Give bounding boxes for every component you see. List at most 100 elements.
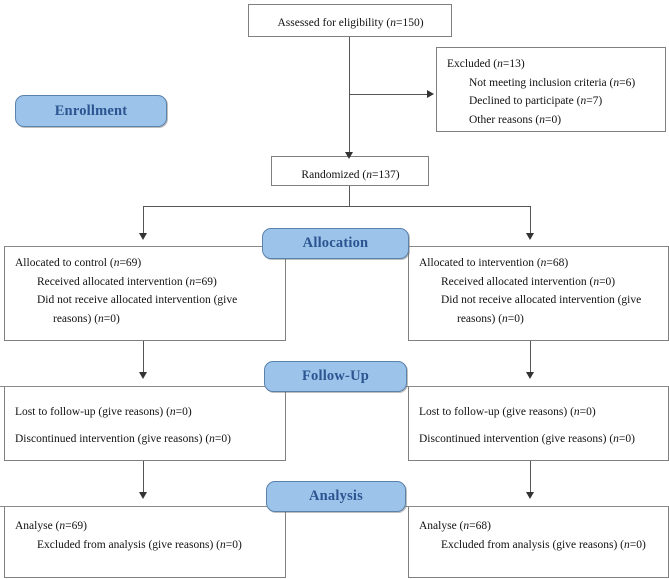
analysis-left-line-analysed: Analyse (n=69) [15, 517, 276, 536]
excluded-total-value: =13) [502, 58, 525, 70]
stage-enrollment-text: Enrollment [54, 102, 128, 119]
followup-right-lost-n: n [573, 406, 580, 418]
excluded-criteria-value: =6) [619, 76, 636, 89]
arrow-to-followup-right [526, 372, 534, 379]
excluded-declined-n: n [580, 95, 587, 108]
excluded-line-total: Excluded (n=13) [447, 55, 656, 74]
alloc-left-allocated-value: =69) [119, 257, 142, 269]
excluded-other-n: n [539, 113, 546, 126]
node-allocated-control: Allocated to control (n=69) Received all… [4, 246, 286, 341]
followup-left-lost-n: n [169, 406, 176, 418]
assessed-text-before: Assessed for eligibility ( [277, 17, 391, 29]
analysis-left-analysed-n: n [59, 520, 66, 532]
alloc-left-line-notreceived: Did not receive allocated intervention (… [37, 294, 238, 307]
excluded-total-n: n [497, 58, 503, 70]
node-excluded: Excluded (n=13) Not meeting inclusion cr… [436, 47, 666, 132]
assessed-text-after: =150) [395, 17, 424, 29]
stage-allocation-text: Allocation [302, 235, 369, 251]
followup-left-discontinued-label: Discontinued intervention (give reasons)… [15, 433, 210, 446]
alloc-right-received-label: Received allocated intervention ( [441, 275, 594, 288]
alloc-left-received-value: =69) [195, 275, 217, 288]
alloc-left-allocated-label: Allocated to control ( [15, 257, 114, 269]
alloc-left-allocated-n: n [113, 257, 120, 269]
alloc-right-allocated-n: n [540, 257, 547, 269]
analysis-left-excluded-label: Excluded from analysis (give reasons) ( [37, 538, 220, 551]
excluded-line-other: Other reasons (n=0) [469, 111, 656, 130]
arrow-to-analysis-right [526, 492, 534, 499]
alloc-right-line-notreceived: Did not receive allocated intervention (… [441, 294, 642, 307]
followup-right-lost-value: =0) [579, 406, 596, 418]
analysis-left-analysed-label: Analyse ( [15, 520, 60, 532]
connector-to-excluded [349, 94, 428, 95]
alloc-left-line-received: Received allocated intervention (n=69) [37, 273, 276, 292]
followup-left-line-discontinued: Discontinued intervention (give reasons)… [15, 426, 276, 453]
analysis-right-line-analysed: Analyse (n=68) [419, 517, 659, 536]
analysis-right-analysed-n: n [463, 520, 470, 532]
node-randomized: Randomized (n=137) [271, 156, 429, 186]
excluded-line-criteria: Not meeting inclusion criteria (n=6) [469, 74, 656, 93]
randomized-text-before: Randomized ( [301, 169, 367, 181]
connector-randomized-stem [349, 186, 350, 206]
alloc-right-line-allocated: Allocated to intervention (n=68) [419, 254, 659, 273]
stage-label-analysis: Analysis [266, 481, 406, 512]
followup-left-lost-label: Lost to follow-up (give reasons) ( [15, 406, 170, 418]
connector-allocright-to-followupright [530, 341, 531, 373]
alloc-right-received-n: n [593, 275, 600, 288]
followup-left-line-lost: Lost to follow-up (give reasons) (n=0) [15, 399, 276, 426]
analysis-left-line-excluded: Excluded from analysis (give reasons) (n… [37, 536, 276, 555]
followup-right-line-lost: Lost to follow-up (give reasons) (n=0) [419, 399, 659, 426]
alloc-right-line-reasons: reasons) (n=0) [457, 310, 659, 329]
excluded-line-declined: Declined to participate (n=7) [469, 92, 656, 111]
alloc-left-reasons-value: =0) [103, 312, 120, 325]
stage-followup-text: Follow-Up [301, 368, 370, 384]
alloc-right-allocated-label: Allocated to intervention ( [419, 257, 541, 269]
analysis-left-analysed-value: =69) [65, 520, 87, 532]
alloc-right-reasons-label: reasons) ( [457, 312, 503, 325]
followup-right-line-discontinued: Discontinued intervention (give reasons)… [419, 426, 659, 453]
connector-followupright-to-analysisright [530, 461, 531, 493]
alloc-right-reasons-n: n [502, 312, 508, 325]
alloc-left-line-allocated: Allocated to control (n=69) [15, 254, 276, 273]
connector-randomized-left-drop [143, 206, 144, 234]
alloc-right-reasons-value: =0) [507, 312, 524, 325]
node-allocated-intervention: Allocated to intervention (n=68) Receive… [408, 246, 669, 341]
alloc-right-allocated-value: =68) [546, 257, 569, 269]
analysis-right-line-excluded: Excluded from analysis (give reasons) (n… [441, 536, 659, 555]
arrow-to-randomized [345, 152, 353, 159]
followup-left-discontinued-n: n [209, 433, 215, 446]
stage-label-enrollment: Enrollment [15, 95, 167, 127]
followup-left-lost-value: =0) [175, 406, 192, 418]
excluded-criteria-n: n [613, 76, 620, 89]
arrow-to-allocation-right [526, 233, 534, 240]
assessed-n-italic: n [390, 17, 396, 29]
connector-randomized-split-bar [143, 206, 530, 207]
connector-randomized-right-drop [530, 206, 531, 234]
node-analysis-intervention: Analyse (n=68) Excluded from analysis (g… [408, 506, 669, 578]
connector-followupleft-to-analysisleft [143, 461, 144, 493]
analysis-right-excluded-label: Excluded from analysis (give reasons) ( [441, 538, 624, 551]
node-analysis-control: Analyse (n=69) Excluded from analysis (g… [4, 506, 286, 578]
stage-analysis-text: Analysis [309, 488, 363, 504]
analysis-right-analysed-label: Analyse ( [419, 520, 464, 532]
arrow-to-followup-left [139, 372, 147, 379]
alloc-left-received-label: Received allocated intervention ( [37, 275, 190, 288]
alloc-right-received-value: =0) [599, 275, 616, 288]
excluded-declined-label: Declined to participate ( [469, 95, 581, 108]
analysis-right-excluded-n: n [623, 538, 630, 551]
alloc-left-line-reasons: reasons) (n=0) [53, 310, 276, 329]
stage-label-allocation: Allocation [262, 228, 409, 259]
followup-right-lost-label: Lost to follow-up (give reasons) ( [419, 406, 574, 418]
analysis-left-excluded-value: =0) [225, 538, 242, 551]
alloc-right-line-received: Received allocated intervention (n=0) [441, 273, 659, 292]
analysis-right-excluded-value: =0) [629, 538, 646, 551]
followup-right-discontinued-value: =0) [618, 433, 635, 446]
followup-left-discontinued-value: =0) [214, 433, 231, 446]
arrow-to-allocation-left [139, 233, 147, 240]
excluded-other-label: Other reasons ( [469, 113, 540, 126]
node-followup-control: Lost to follow-up (give reasons) (n=0) D… [4, 386, 286, 461]
connector-allocleft-to-followupleft [143, 341, 144, 373]
followup-right-discontinued-label: Discontinued intervention (give reasons)… [419, 433, 614, 446]
node-assessed-for-eligibility: Assessed for eligibility (n=150) [248, 4, 452, 37]
excluded-other-value: =0) [545, 113, 562, 126]
